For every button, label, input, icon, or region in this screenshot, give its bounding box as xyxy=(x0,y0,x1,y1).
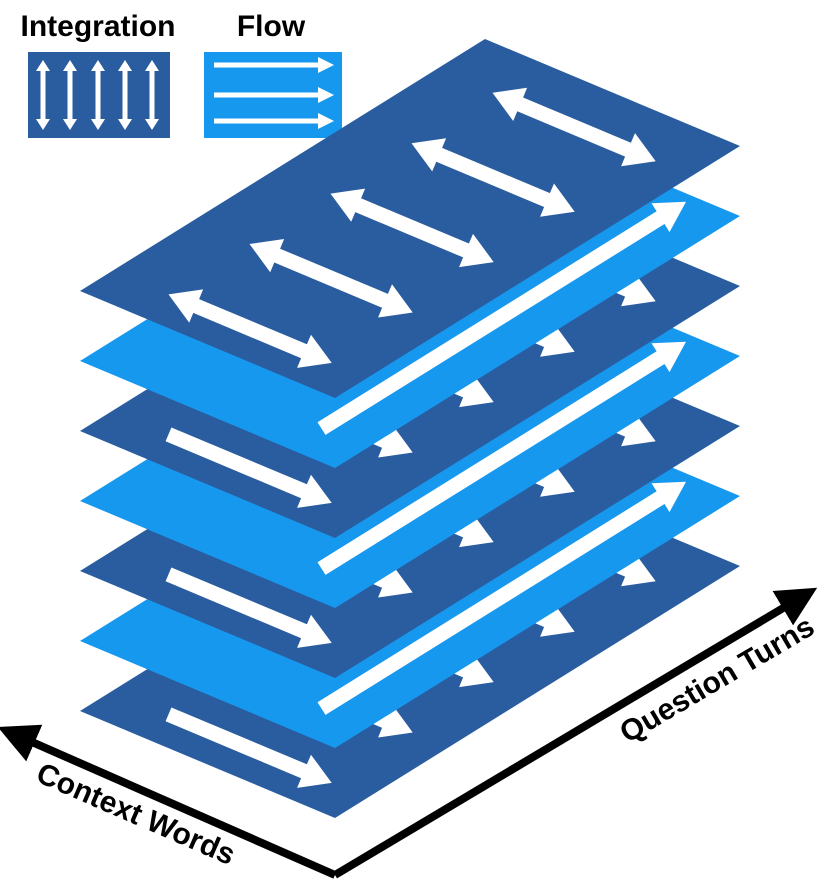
context-words-axis-arrow xyxy=(0,724,337,879)
layer-7-integration-arrow-1 xyxy=(165,707,332,788)
right-arrows-icon xyxy=(214,57,334,129)
legend-integration-arrow-4 xyxy=(118,60,132,130)
legend-flow: Flow xyxy=(204,10,342,138)
legend-flow-arrow-3 xyxy=(214,113,334,129)
question-turns-axis-label: Question Turns xyxy=(614,610,820,750)
legend-flow-arrow-2 xyxy=(214,87,334,103)
legend-integration-arrow-2 xyxy=(63,60,77,130)
layer-1-integration-arrow-1 xyxy=(168,289,332,368)
layer-3-integration-arrow-1 xyxy=(165,427,332,508)
layer-1-integration-arrow-3 xyxy=(330,188,494,268)
legend-integration: Integration xyxy=(21,10,176,138)
context-words-axis-label: Context Words xyxy=(32,757,240,872)
layer-6-flow-arrow xyxy=(317,481,686,715)
vertical-double-arrows-icon xyxy=(36,60,159,130)
layer-5-integration-arrow-1 xyxy=(165,567,332,648)
legend-integration-label: Integration xyxy=(21,10,176,43)
layer-1-integration-arrow-4 xyxy=(411,138,575,217)
legend-integration-arrow-3 xyxy=(91,60,105,130)
layer-4-flow-arrow xyxy=(317,341,686,575)
layer-stack xyxy=(80,39,740,818)
legend-flow-arrow-1 xyxy=(214,57,334,73)
question-turns-axis-arrow xyxy=(332,587,818,879)
layer-1-integration xyxy=(80,39,740,398)
layer-1-integration-arrow-5 xyxy=(492,87,656,167)
legend-integration-arrow-1 xyxy=(36,60,50,130)
legend-integration-arrow-5 xyxy=(145,60,159,130)
layer-2-flow-arrow xyxy=(317,201,686,435)
layer-1-integration-arrow-2 xyxy=(249,239,413,318)
legend: Integration Flow xyxy=(21,10,342,138)
legend-flow-label: Flow xyxy=(237,10,306,43)
